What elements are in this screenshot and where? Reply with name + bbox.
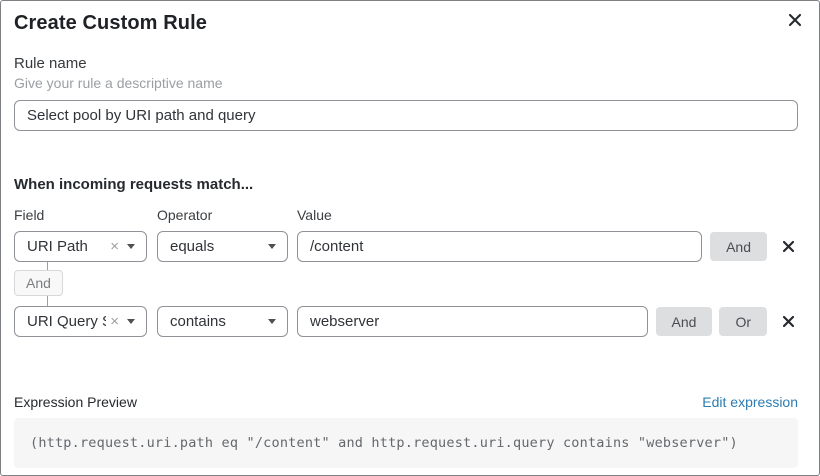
- chevron-down-icon: [127, 319, 135, 324]
- operator-select-value: contains: [170, 313, 226, 330]
- add-and-condition-button[interactable]: And: [710, 232, 767, 261]
- value-input[interactable]: [297, 306, 648, 337]
- connector-line: [47, 296, 48, 306]
- value-column-label: Value: [297, 207, 332, 223]
- rule-name-input[interactable]: [14, 100, 798, 131]
- delete-condition-button[interactable]: [780, 314, 796, 330]
- field-column-label: Field: [14, 207, 45, 223]
- condition-row: URI Query St... × contains And Or: [14, 306, 798, 337]
- operator-select[interactable]: contains: [157, 306, 288, 337]
- close-icon: [782, 240, 795, 253]
- chevron-down-icon: [268, 319, 276, 324]
- add-or-condition-button[interactable]: Or: [719, 307, 767, 336]
- rule-name-hint: Give your rule a descriptive name: [14, 75, 223, 91]
- condition-row: URI Path × equals And: [14, 231, 798, 262]
- expression-preview-label: Expression Preview: [14, 394, 137, 410]
- and-connector-badge: And: [14, 270, 63, 296]
- operator-column-label: Operator: [157, 207, 213, 223]
- clear-field-icon[interactable]: ×: [110, 238, 119, 255]
- rule-name-label: Rule name: [14, 55, 87, 72]
- field-select[interactable]: URI Path ×: [14, 231, 147, 262]
- rule-name-section: Rule name Give your rule a descriptive n…: [14, 55, 798, 131]
- value-input[interactable]: [297, 231, 703, 262]
- clear-field-icon[interactable]: ×: [110, 313, 119, 330]
- field-select-value: URI Query St...: [27, 313, 106, 330]
- chevron-down-icon: [127, 244, 135, 249]
- modal-close-button[interactable]: [784, 9, 806, 31]
- close-icon: [782, 315, 795, 328]
- chevron-down-icon: [268, 244, 276, 249]
- operator-select-value: equals: [170, 238, 215, 255]
- edit-expression-link[interactable]: Edit expression: [702, 394, 798, 410]
- page-title: Create Custom Rule: [14, 12, 207, 34]
- close-icon: [788, 13, 802, 27]
- expression-preview-header: Expression Preview Edit expression: [14, 394, 798, 410]
- expression-code-block: (http.request.uri.path eq "/content" and…: [14, 418, 798, 468]
- match-heading: When incoming requests match...: [14, 176, 254, 193]
- condition-column-labels: Field Operator Value: [14, 207, 798, 223]
- field-select[interactable]: URI Query St... ×: [14, 306, 147, 337]
- connector-line: [47, 262, 48, 270]
- add-and-condition-button[interactable]: And: [655, 307, 713, 336]
- condition-connector: And: [14, 262, 798, 306]
- field-select-value: URI Path: [27, 238, 88, 255]
- delete-condition-button[interactable]: [780, 239, 796, 255]
- operator-select[interactable]: equals: [157, 231, 288, 262]
